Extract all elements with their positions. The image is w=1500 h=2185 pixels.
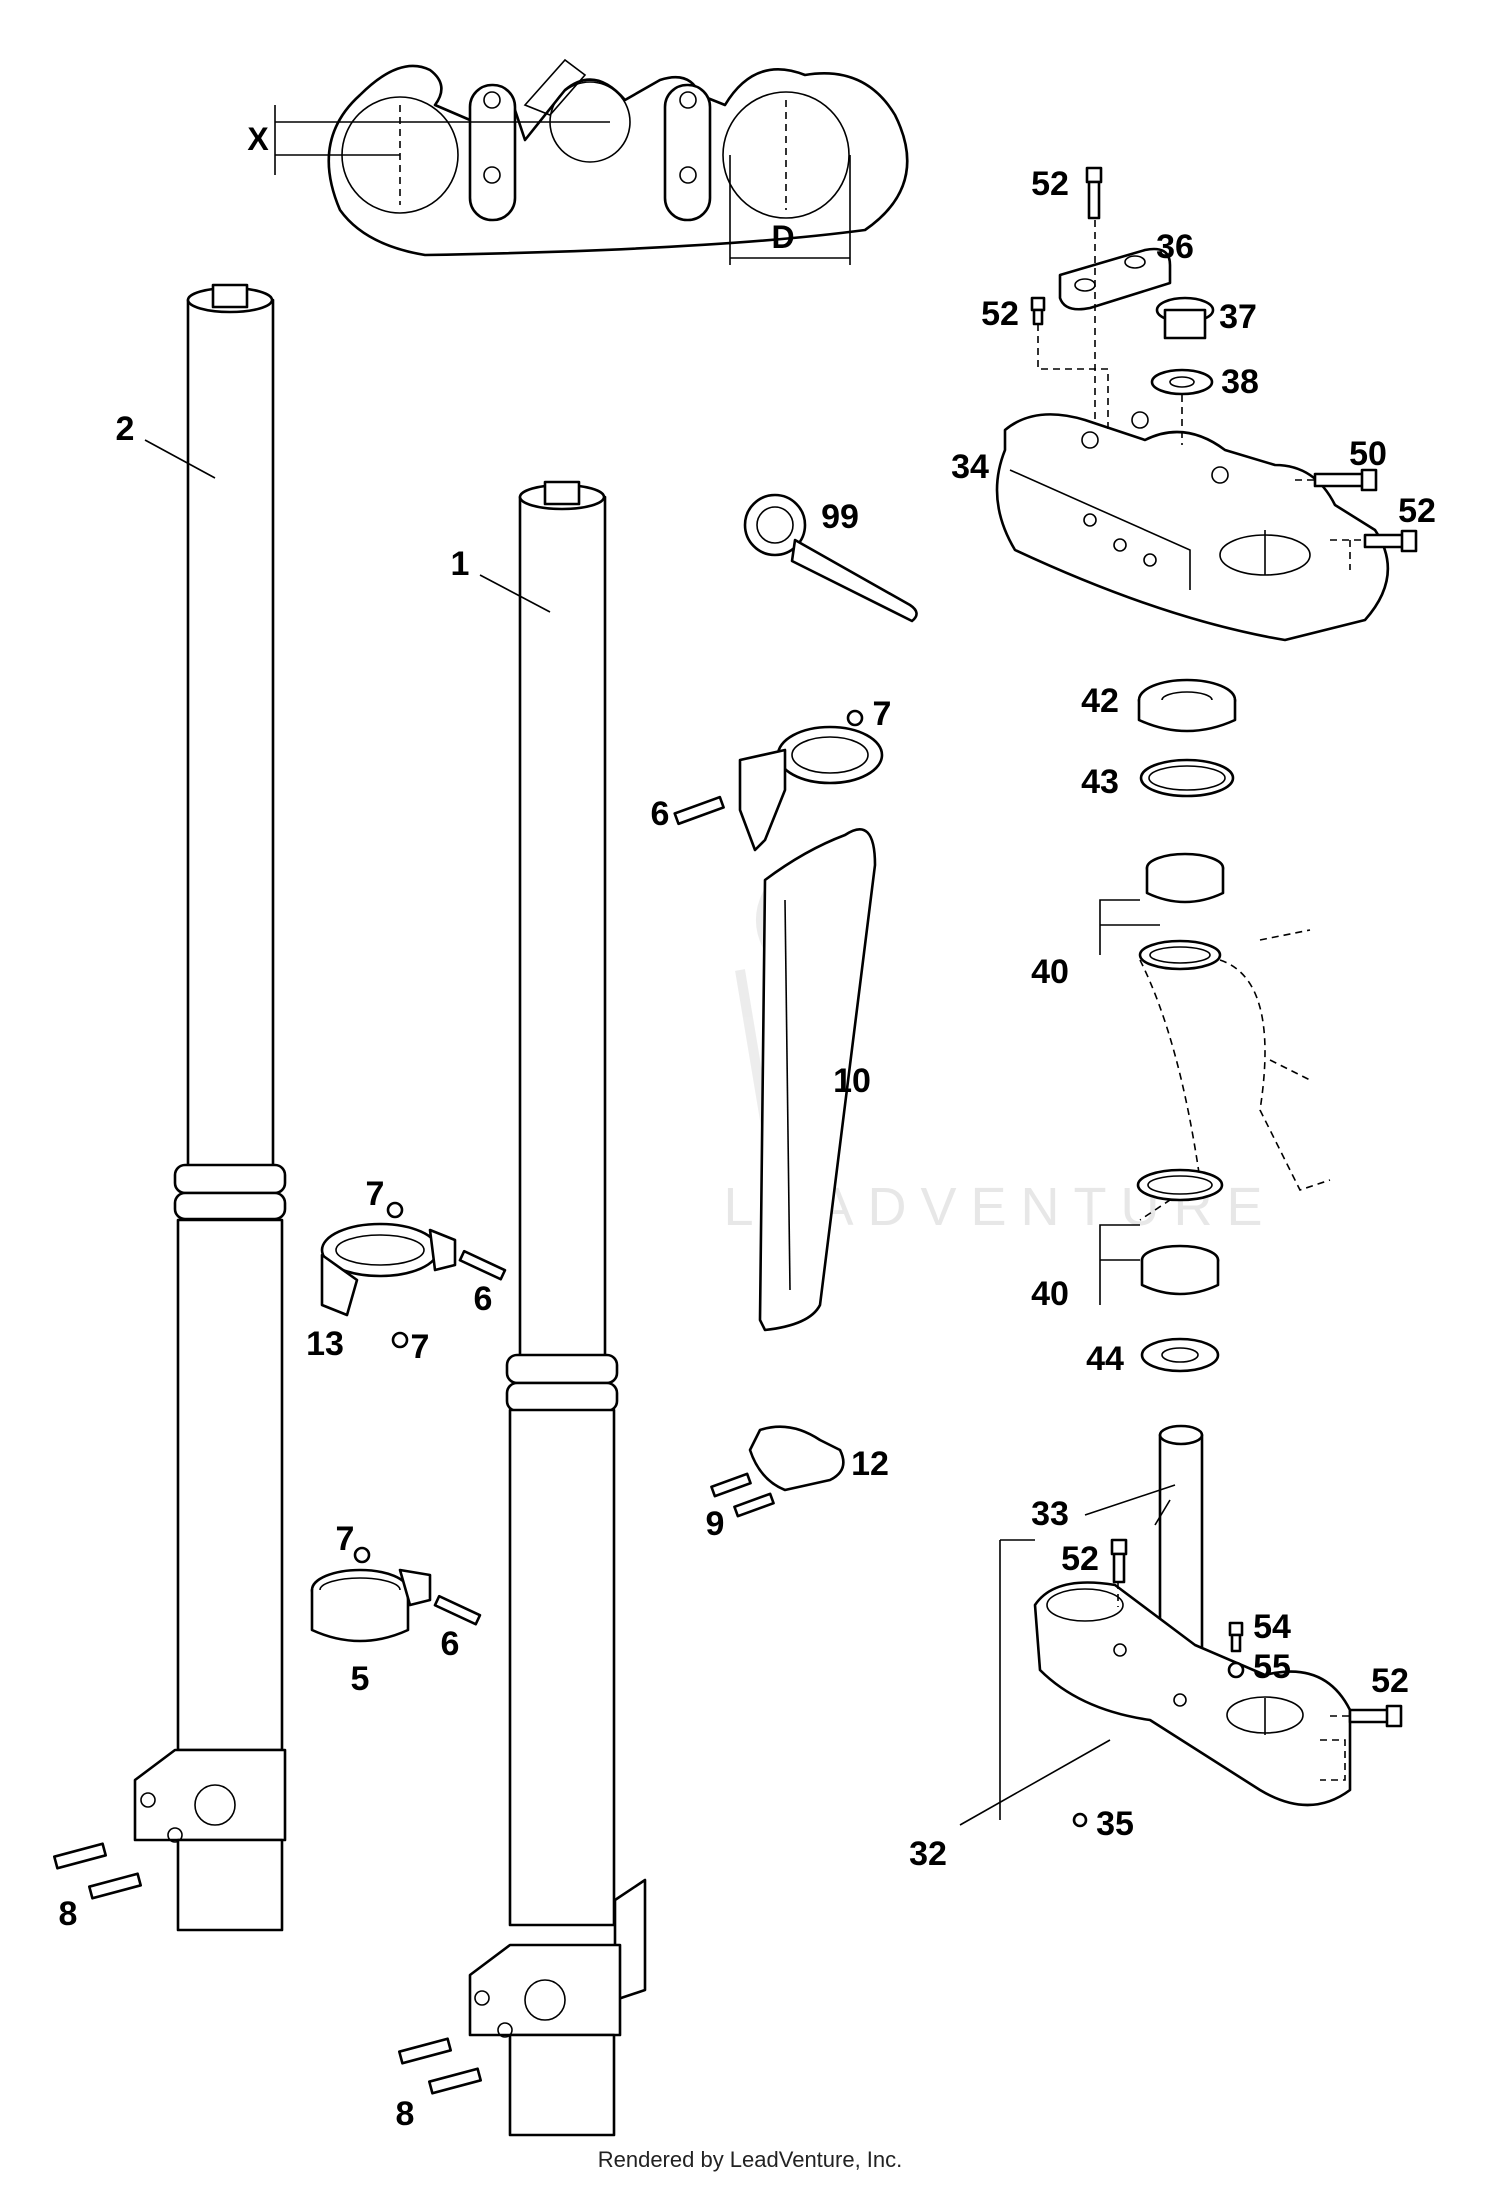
callout-5: 5	[351, 1660, 370, 1698]
assembly-lines-top	[1037, 220, 1365, 570]
handlebar-clamp-36	[1058, 247, 1172, 311]
callout-8-right: 8	[396, 2095, 415, 2133]
assembly-bracket-33	[999, 1539, 1035, 1820]
leader-lines	[144, 439, 1176, 1826]
steering-head-tube	[1139, 929, 1331, 1221]
lower-triple-clamp	[1033, 1424, 1352, 1807]
callout-44: 44	[1086, 1340, 1124, 1378]
nut-7-clamp13-bottom	[391, 1331, 409, 1349]
callout-7-clamp5: 7	[336, 1520, 355, 1558]
callout-7-guard: 7	[873, 695, 892, 733]
bolt-8b-upper	[397, 2037, 453, 2065]
guard-clip	[748, 1425, 845, 1492]
callout-10: 10	[833, 1062, 871, 1100]
bolt-52-lower-left	[1110, 1538, 1128, 1584]
bolt-9-lower	[733, 1492, 775, 1518]
callout-54: 54	[1253, 1608, 1291, 1646]
callout-55: 55	[1253, 1648, 1291, 1686]
callout-52-lower-left: 52	[1061, 1540, 1099, 1578]
steering-nut-37	[1155, 296, 1215, 340]
bolt-6-clamp13	[458, 1249, 507, 1281]
fork-guard	[738, 725, 884, 1332]
dust-seal-42	[1137, 678, 1237, 733]
callout-40-bottom: 40	[1031, 1275, 1069, 1313]
callout-99: 99	[821, 498, 859, 536]
bolt-54	[1228, 1621, 1244, 1653]
bearing-bracket-top	[1099, 899, 1160, 955]
upper-triple-clamp	[995, 411, 1390, 642]
callout-50: 50	[1349, 435, 1387, 473]
bolt-50	[1313, 468, 1378, 492]
bearing-40-top	[1138, 852, 1225, 971]
bolt-8-lower	[87, 1872, 143, 1900]
callout-2: 2	[116, 410, 135, 448]
dimension-label-d: D	[771, 219, 794, 255]
callout-7-clamp13-top: 7	[366, 1175, 385, 1213]
o-ring-43	[1139, 758, 1235, 798]
nut-55	[1227, 1661, 1245, 1679]
callout-13: 13	[306, 1325, 344, 1363]
plug-35	[1072, 1812, 1088, 1828]
callout-32: 32	[909, 1835, 947, 1873]
callout-34: 34	[951, 448, 989, 486]
bolt-6-guard	[673, 795, 725, 826]
clamp-13	[320, 1222, 457, 1317]
dimension-label-x: X	[247, 121, 269, 157]
bearing-40-bottom	[1136, 1168, 1224, 1296]
triple-clamp-dimension-sketch	[274, 58, 909, 265]
callout-37: 37	[1219, 298, 1257, 336]
callout-36: 36	[1156, 228, 1194, 266]
footer-credit: Rendered by LeadVenture, Inc.	[597, 2147, 903, 2172]
callout-8-left: 8	[59, 1895, 78, 1933]
callout-43: 43	[1081, 763, 1119, 801]
bolt-8-upper	[52, 1842, 108, 1870]
callout-1: 1	[451, 545, 470, 583]
washer-38	[1150, 368, 1214, 396]
callout-35: 35	[1096, 1805, 1134, 1843]
nut-7-guard	[846, 709, 864, 727]
nut-7-clamp5	[353, 1546, 371, 1564]
nut-7-clamp13-top	[386, 1201, 404, 1219]
callout-9: 9	[706, 1505, 725, 1543]
fork-leg-right	[468, 480, 647, 2137]
clamp-5	[310, 1568, 432, 1643]
bearing-bracket-bottom	[1099, 1224, 1140, 1305]
callout-12: 12	[851, 1445, 889, 1483]
fork-leg-left	[133, 283, 287, 1932]
callout-52-lower-right: 52	[1371, 1662, 1409, 1700]
bolt-6-clamp5	[433, 1594, 482, 1626]
callout-6-guard: 6	[651, 795, 670, 833]
callout-6-clamp13: 6	[474, 1280, 493, 1318]
seal-44	[1140, 1337, 1220, 1373]
bolt-52-small	[1030, 296, 1046, 326]
bolt-8b-lower	[427, 2067, 483, 2095]
callout-40-top: 40	[1031, 953, 1069, 991]
bolt-52-lower-right	[1348, 1704, 1403, 1728]
bolt-52-top	[1085, 166, 1103, 220]
callout-52-upper-right: 52	[1398, 492, 1436, 530]
callout-7-clamp13-bottom: 7	[411, 1328, 430, 1366]
bolt-52-upper-right	[1363, 529, 1418, 553]
callout-52-top: 52	[1031, 165, 1069, 203]
callout-52-small: 52	[981, 295, 1019, 333]
assembly-lines-bottom	[1117, 1582, 1350, 1781]
callout-6-clamp5: 6	[441, 1625, 460, 1663]
fork-wrench	[743, 493, 918, 623]
bolt-9-upper	[710, 1472, 752, 1498]
callout-38: 38	[1221, 363, 1259, 401]
callout-42: 42	[1081, 682, 1119, 720]
callout-33: 33	[1031, 1495, 1069, 1533]
